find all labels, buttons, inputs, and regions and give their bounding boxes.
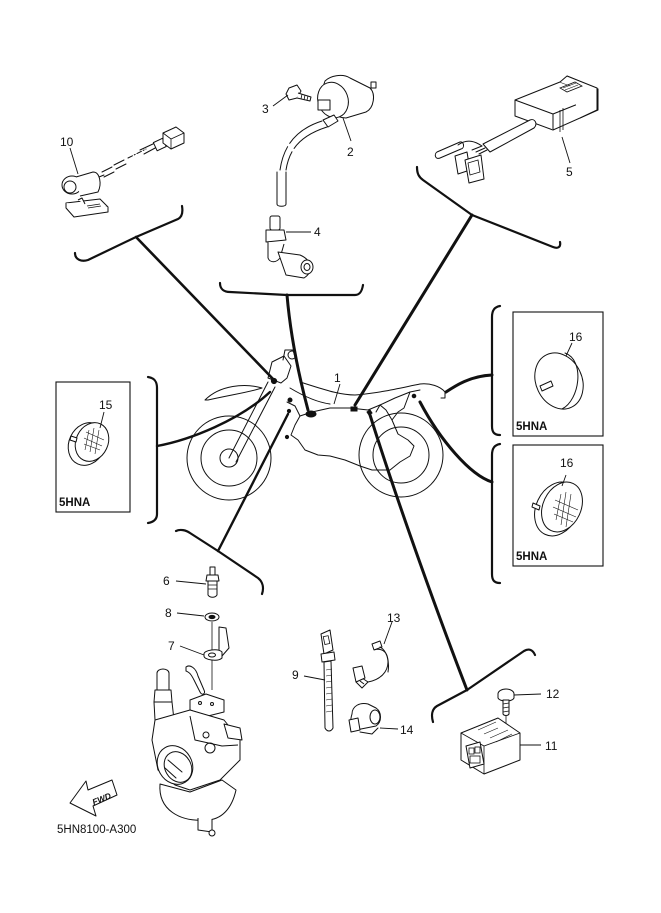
part-11-regulator: 11 [460,717,558,775]
callout-7: 7 [168,639,175,653]
harness-connector-rear [350,406,358,412]
callout-9: 9 [292,668,299,682]
leader-lines [134,213,494,692]
part-10-sensor: 10 [60,126,185,218]
callout-11: 11 [545,739,558,753]
part-13-clamp: 13 [352,611,401,689]
part-7-bracket: 7 [168,626,230,661]
variant-label-left: 5HNA [59,497,90,509]
group-brackets [73,165,562,724]
callout-13: 13 [387,611,401,625]
carburetor [151,665,243,837]
harness-connector-main [305,410,317,418]
callout-16-bottom: 16 [560,456,574,470]
fwd-direction-arrow: FWD [69,779,118,817]
callout-5: 5 [566,165,573,179]
part-14-clip: 14 [348,703,414,737]
callout-12: 12 [546,687,560,701]
variant-label-right-bottom: 5HNA [516,551,547,563]
part-1-wire-harness: 1 [333,371,341,405]
variant-box-right-bottom: 16 5HNA [512,444,604,567]
part-3-bolt: 3 [262,84,312,116]
callout-4: 4 [314,225,321,239]
callout-6: 6 [163,574,170,588]
part-9-cable-tie: 9 [292,629,336,732]
part-4-plug-cap: 4 [265,215,321,279]
part-2-ignition-coil: 2 [276,74,377,207]
callout-8: 8 [165,606,172,620]
variant-box-left: 15 5HNA [55,381,131,513]
variant-label-right-top: 5HNA [516,421,547,433]
part-6-spark-plug: 6 [163,566,220,598]
callout-10: 10 [60,135,74,149]
callout-1: 1 [334,371,341,385]
part-12-bolt: 12 [497,687,560,735]
callout-3: 3 [262,102,269,116]
variant-box-right-top: 16 5HNA [512,311,604,437]
callout-15: 15 [99,398,113,412]
callout-2: 2 [347,145,354,159]
callout-16-top: 16 [569,330,583,344]
callout-14: 14 [400,723,414,737]
part-5-cdi-unit: 5 [434,75,599,184]
diagram-reference-code: 5HN8100-A300 [57,824,136,836]
motorcycle-outline [186,349,446,501]
